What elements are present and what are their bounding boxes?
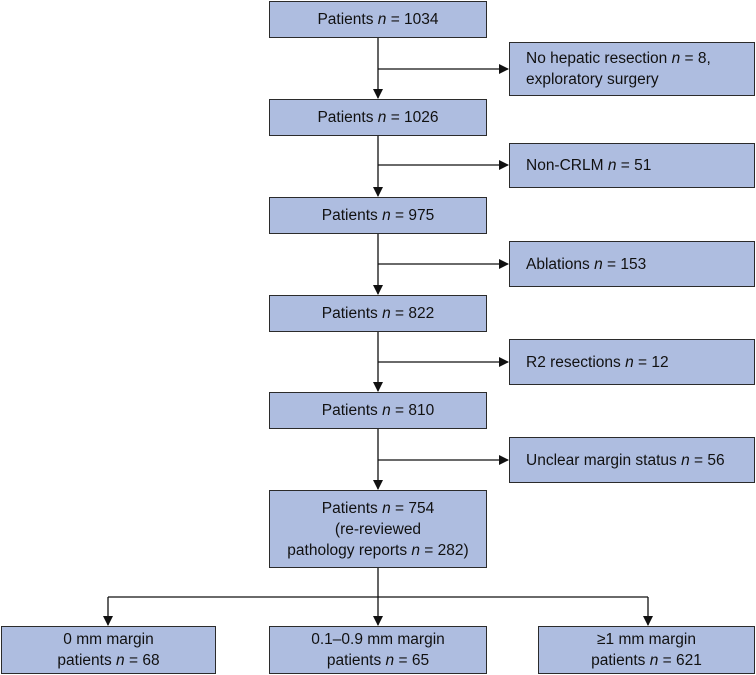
patients-box-final: Patients n = 754 (re-reviewed pathology … [269, 490, 487, 568]
exclusion-box-5: Unclear margin status n = 56 [509, 437, 755, 483]
patients-box-5: Patients n = 810 [269, 392, 487, 429]
patients-box-2: Patients n = 1026 [269, 99, 487, 136]
exclusion-box-3: Ablations n = 153 [509, 241, 755, 287]
patients-box-1: Patients n = 1034 [269, 1, 487, 38]
exclusion-box-4: R2 resections n = 12 [509, 339, 755, 385]
outcome-box-1mm-plus: ≥1 mm margin patients n = 621 [538, 626, 755, 674]
outcome-box-0.1-0.9mm: 0.1–0.9 mm margin patients n = 65 [269, 626, 487, 674]
patients-box-3: Patients n = 975 [269, 197, 487, 234]
exclusion-box-2: Non-CRLM n = 51 [509, 143, 755, 188]
patients-box-4: Patients n = 822 [269, 295, 487, 332]
outcome-box-0mm: 0 mm margin patients n = 68 [1, 626, 216, 674]
exclusion-box-1: No hepatic resection n = 8, exploratory … [509, 42, 755, 96]
